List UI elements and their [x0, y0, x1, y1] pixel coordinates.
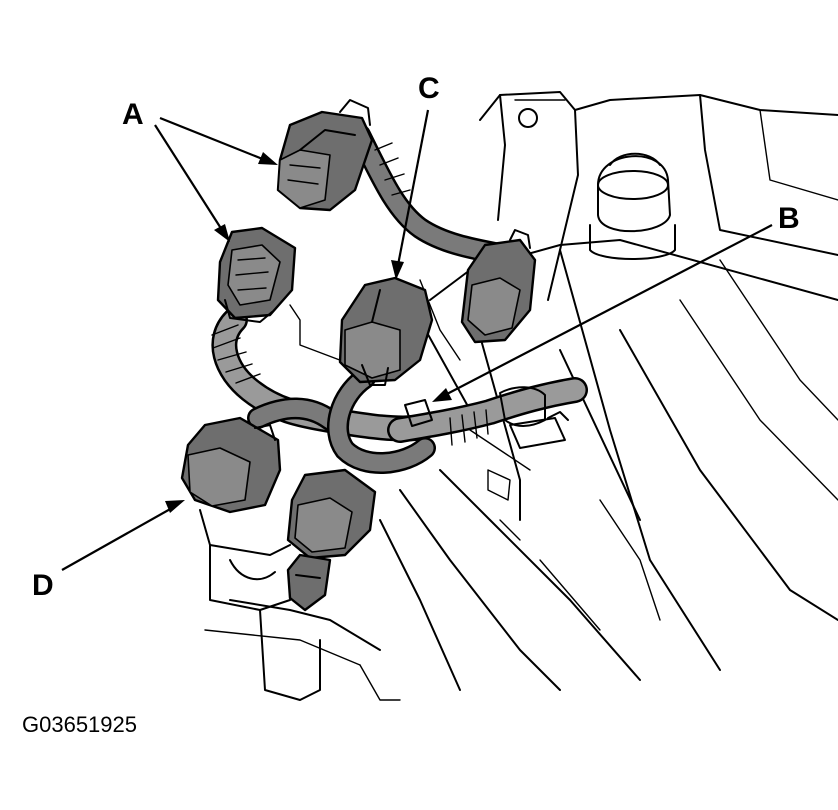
callout-label-a: A [122, 98, 144, 131]
connector-d [180, 416, 282, 514]
wiring-harness [211, 124, 588, 474]
clip-b [404, 399, 433, 427]
bolt-hole [518, 108, 538, 128]
callout-label-b: B [778, 202, 800, 235]
callout-c-group: C [391, 72, 440, 280]
connector-right [460, 229, 537, 344]
connector-a-upper [276, 99, 374, 212]
connector-a-lower [216, 226, 297, 323]
callout-a-group: A [122, 98, 278, 242]
callout-label-c: C [418, 72, 440, 105]
connector-c [338, 276, 434, 386]
callout-label-d: D [32, 569, 54, 602]
connector-lower-center [286, 468, 377, 612]
figure-id: G03651925 [22, 712, 137, 737]
callout-d-group: D [32, 500, 185, 602]
callout-b-group: B [432, 202, 800, 402]
engine-background [199, 91, 838, 701]
